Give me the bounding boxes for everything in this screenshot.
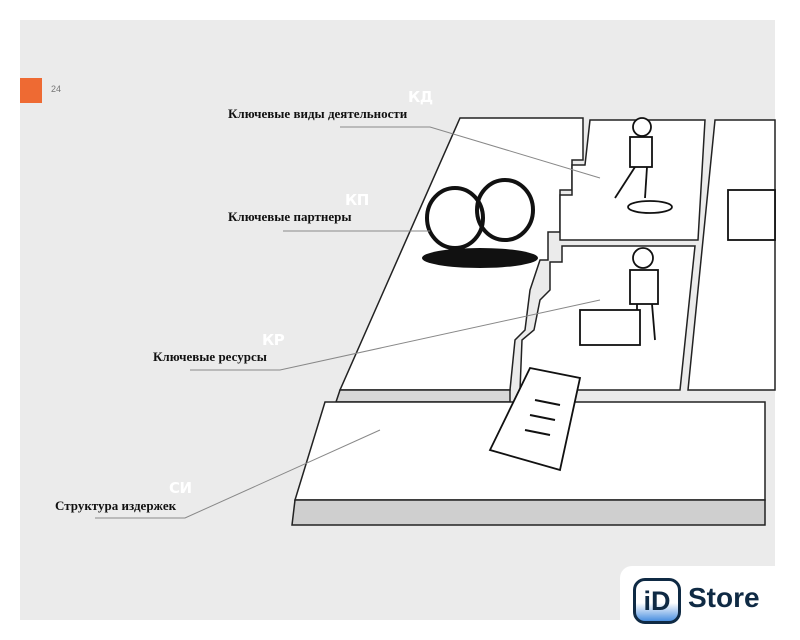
logo-store-text: Store [688,582,760,613]
page-number: 24 [51,84,62,94]
kr-label: Ключевые ресурсы [153,349,267,364]
kd-abbr: КД [408,88,433,106]
kp-label: Ключевые партнеры [228,209,352,224]
value-block [687,119,776,391]
kp-abbr: КП [345,191,369,209]
logo-id-mark: iD [633,578,681,624]
accent-marker [20,78,42,103]
si-abbr: СИ [169,479,192,497]
kr-abbr: КР [262,331,285,349]
kd-label: Ключевые виды деятельности [228,106,408,121]
si-label: Структура издержек [55,498,177,513]
